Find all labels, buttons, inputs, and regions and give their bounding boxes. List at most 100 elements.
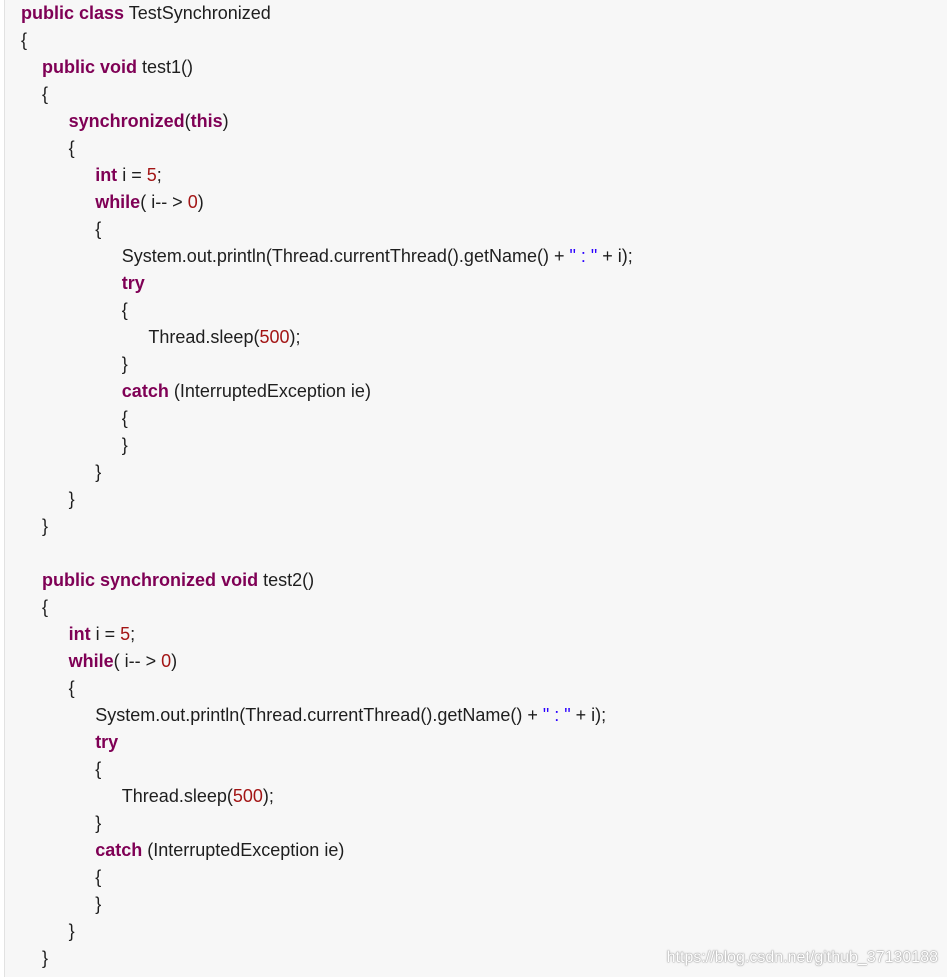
code-indent [21,81,42,108]
code-text: ); [262,786,274,806]
code-line: { [0,864,947,891]
code-line: while( i-- > 0) [0,648,947,675]
code-indent [21,837,95,864]
code-line: System.out.println(Thread.currentThread(… [0,243,947,270]
code-indent [21,162,95,189]
code-text: (InterruptedException ie) [168,381,371,401]
code-line: public void test1() [0,54,947,81]
code-line: { [0,297,947,324]
watermark-text: https://blog.csdn.net/github_37130188 [666,949,938,966]
code-text: ); [289,327,301,347]
code-line: } [0,351,947,378]
code-keyword: int [95,165,118,185]
code-line: } [0,432,947,459]
code-text: } [95,894,102,914]
code-text: ) [171,651,178,671]
code-keyword: catch [95,840,143,860]
code-keyword: public [42,570,95,590]
code-text: + i); [597,246,633,266]
code-line: { [0,27,947,54]
code-line: } [0,513,947,540]
code-text: } [42,948,49,968]
code-line: } [0,891,947,918]
code-keyword: this [190,111,223,131]
code-text: } [121,354,128,374]
code-indent [21,756,95,783]
code-indent [21,567,42,594]
code-keyword: try [121,273,145,293]
code-text: test1() [137,57,194,77]
code-indent [21,675,69,702]
code-line: { [0,405,947,432]
code-keyword: while [68,651,114,671]
code-keyword: synchronized [68,111,185,131]
code-text: ( [184,111,191,131]
code-line: { [0,675,947,702]
code-line: } [0,459,947,486]
code-text: + i); [570,705,607,725]
code-line: catch (InterruptedException ie) [0,378,947,405]
code-indent [21,621,69,648]
code-indent [21,783,122,810]
code-number: 5 [146,165,157,185]
code-line [0,540,947,567]
code-line: synchronized(this) [0,108,947,135]
code-text: i = [117,165,147,185]
code-text: { [68,678,75,698]
code-line: Thread.sleep(500); [0,783,947,810]
code-indent [21,135,69,162]
code-line: Thread.sleep(500); [0,324,947,351]
code-line: } [0,918,947,945]
code-text: test2() [258,570,315,590]
code-text: } [121,435,128,455]
code-keyword: void [221,570,259,590]
code-number: 0 [187,192,198,212]
code-text: { [95,867,102,887]
code-text: { [42,84,49,104]
code-text: { [95,759,102,779]
code-indent [21,891,95,918]
code-keyword: catch [121,381,169,401]
code-indent [21,324,148,351]
code-keyword: void [100,57,138,77]
code-indent [21,864,95,891]
code-text: (InterruptedException ie) [142,840,345,860]
code-text: } [68,489,75,509]
code-text: { [42,597,49,617]
code-text: { [121,300,128,320]
code-line: } [0,486,947,513]
code-text: { [21,30,28,50]
code-line: { [0,594,947,621]
code-text: System.out.println(Thread.currentThread(… [95,705,543,725]
code-indent [21,702,95,729]
code-number: 500 [232,786,263,806]
code-indent [21,486,69,513]
code-line: { [0,756,947,783]
code-line: public synchronized void test2() [0,567,947,594]
code-line: int i = 5; [0,621,947,648]
code-indent [21,648,69,675]
code-indent [21,432,122,459]
code-text: { [68,138,75,158]
code-indent [21,945,42,972]
code-text: TestSynchronized [124,3,271,23]
code-indent [21,243,122,270]
code-line: System.out.println(Thread.currentThread(… [0,702,947,729]
code-indent [21,378,122,405]
code-indent [21,513,42,540]
code-text: ( i-- > [113,651,162,671]
code-text: Thread.sleep( [121,786,233,806]
code-indent [21,594,42,621]
code-string: " : " [569,246,598,266]
code-line: int i = 5; [0,162,947,189]
code-text: i = [90,624,121,644]
code-indent [21,729,95,756]
code-line: { [0,216,947,243]
code-keyword: while [95,192,141,212]
code-line: while( i-- > 0) [0,189,947,216]
code-line: catch (InterruptedException ie) [0,837,947,864]
code-text: { [95,219,102,239]
code-indent [21,270,122,297]
